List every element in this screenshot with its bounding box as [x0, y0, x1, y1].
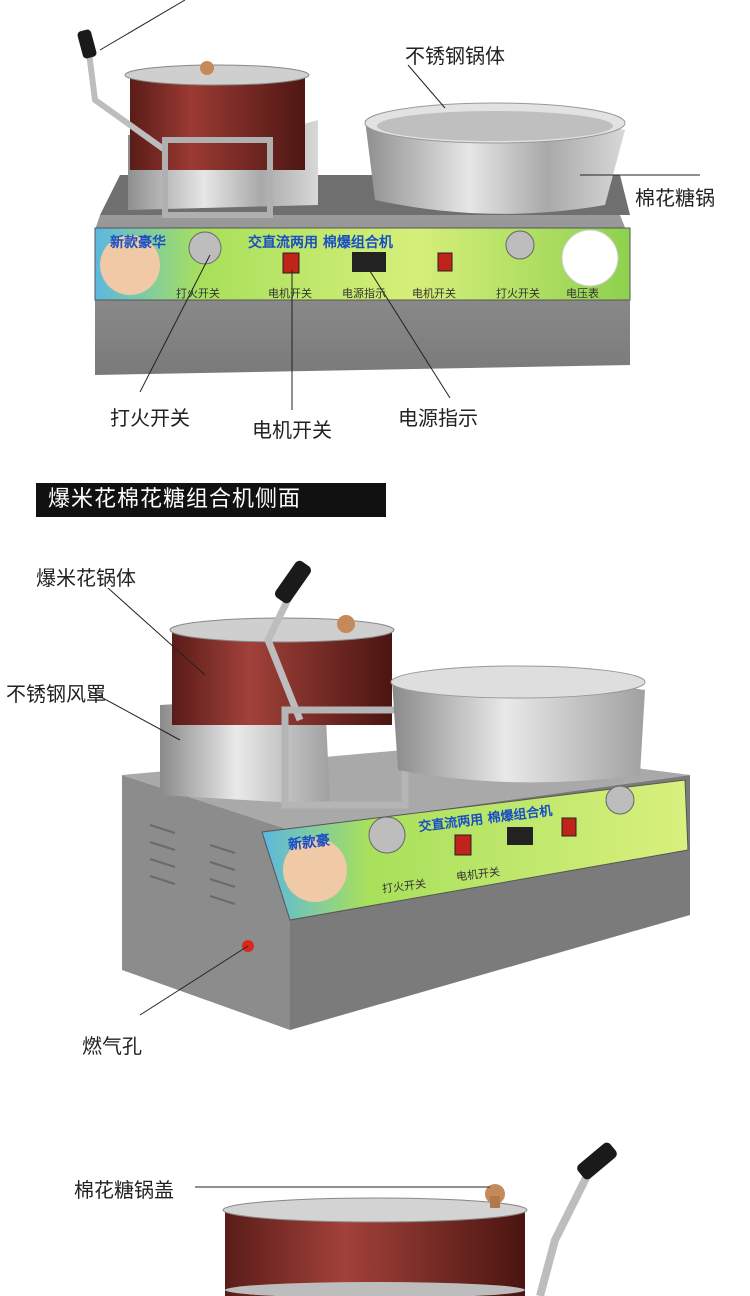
callout-motor-switch: 电机开关 [252, 418, 332, 442]
callout-steel-body: 不锈钢锅体 [405, 44, 505, 68]
callout-ignition-switch: 打火开关 [110, 406, 190, 430]
front-view-illustration [77, 0, 700, 410]
section-title: 爆米花棉花糖组合机侧面 [36, 483, 386, 517]
lid-view-illustration [195, 1142, 617, 1296]
top-panel-label-6: 电压表 [566, 287, 599, 300]
top-panel-label-2: 电机开关 [268, 287, 312, 300]
top-panel-label-5: 打火开关 [496, 287, 540, 300]
callout-gas-hole: 燃气孔 [82, 1034, 142, 1058]
top-panel-banner-main: 交直流两用 棉爆组合机 [248, 235, 393, 251]
top-panel-label-3: 电源指示 [342, 287, 386, 300]
callout-wind-shield: 不锈钢风罩 [6, 682, 106, 706]
top-panel-label-4: 电机开关 [412, 287, 456, 300]
callout-power-indicator: 电源指示 [398, 406, 478, 430]
top-panel-banner-left: 新款豪华 [110, 235, 166, 251]
top-panel-label-1: 打火开关 [176, 287, 220, 300]
side-view-illustration [87, 560, 690, 1030]
callout-cotton-pot: 棉花糖锅 [635, 186, 715, 210]
callout-cotton-lid: 棉花糖锅盖 [74, 1178, 174, 1202]
callout-popcorn-pot: 爆米花锅体 [36, 566, 136, 590]
